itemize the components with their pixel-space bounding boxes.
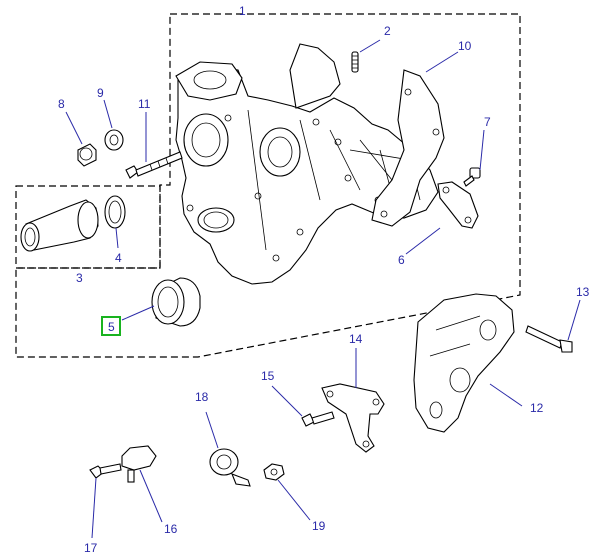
callout-13[interactable]: 13	[576, 285, 590, 299]
sealing-washer[interactable]	[104, 129, 124, 151]
callout-9[interactable]: 9	[97, 86, 104, 100]
nut[interactable]	[263, 463, 285, 481]
callout-4[interactable]: 4	[115, 251, 122, 265]
strap-bracket[interactable]	[321, 383, 385, 453]
leader-lines	[65, 39, 581, 539]
timing-cover-gasket[interactable]	[289, 43, 445, 227]
drain-plug[interactable]	[77, 143, 97, 167]
callout-12[interactable]: 12	[530, 401, 544, 415]
callout-18[interactable]: 18	[195, 390, 209, 404]
o-ring[interactable]	[104, 195, 126, 229]
callout-16[interactable]: 16	[164, 522, 178, 536]
bolt-long[interactable]	[125, 151, 183, 179]
crankshaft-oil-seal[interactable]	[151, 277, 201, 327]
p-clip[interactable]	[209, 448, 251, 487]
callout-10[interactable]: 10	[458, 39, 472, 53]
clip-bolt[interactable]	[89, 463, 122, 479]
group-box-1	[15, 13, 521, 358]
group-box-3	[15, 185, 161, 269]
callout-6[interactable]: 6	[398, 253, 405, 267]
callout-14[interactable]: 14	[349, 332, 363, 346]
bracket-small[interactable]	[437, 181, 479, 229]
callout-5-highlight	[101, 316, 121, 336]
callout-1[interactable]: 1	[239, 4, 246, 18]
water-inlet-pipe[interactable]	[20, 199, 99, 252]
callout-numbers: 1 2 3 4 5 6 7 8 9 10 11 12 13 14 15 16 1…	[58, 4, 590, 555]
callout-7[interactable]: 7	[484, 115, 491, 129]
strap-bolt[interactable]	[301, 411, 335, 427]
timing-cover-housing[interactable]	[175, 61, 439, 285]
callout-5[interactable]: 5	[108, 320, 115, 334]
stud[interactable]	[351, 51, 359, 73]
alternator-bracket[interactable]	[413, 293, 515, 433]
bolt-short[interactable]	[463, 167, 481, 187]
callout-19[interactable]: 19	[312, 519, 326, 533]
callout-8[interactable]: 8	[58, 97, 65, 111]
callout-15[interactable]: 15	[261, 369, 275, 383]
clip[interactable]	[121, 445, 157, 483]
callout-11[interactable]: 11	[138, 97, 151, 111]
bracket-bolt[interactable]	[525, 325, 573, 353]
callout-3[interactable]: 3	[76, 271, 83, 285]
callout-17[interactable]: 17	[84, 541, 98, 555]
callout-2[interactable]: 2	[384, 24, 391, 38]
